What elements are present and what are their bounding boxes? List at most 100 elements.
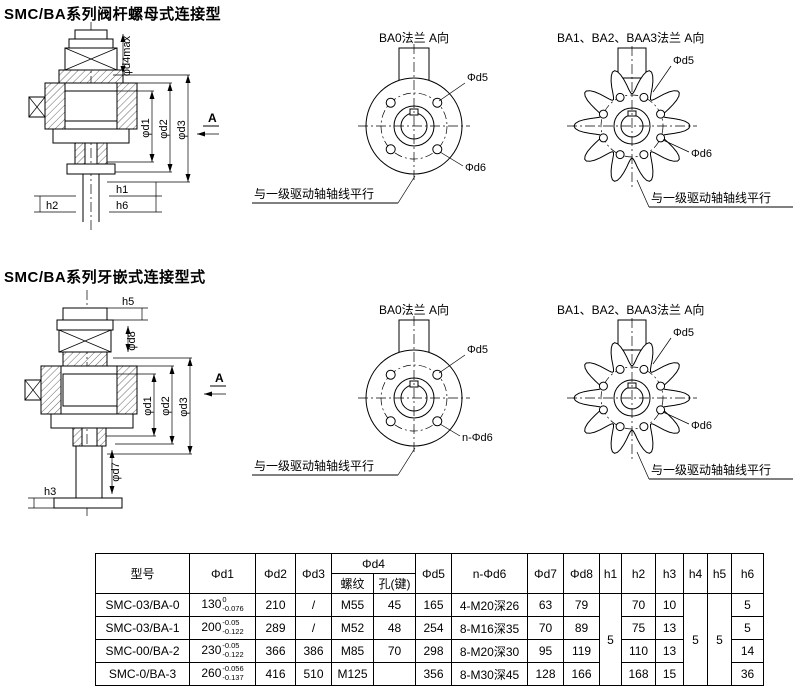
flange-dimensions: Φd5 Φd6 <box>438 72 488 174</box>
col-header-d6: n-Φd6 <box>451 553 529 594</box>
dim-d8-label: φd8 <box>126 331 138 350</box>
cell-model: SMC-03/BA-0 <box>95 593 190 617</box>
dimension-table-container: 型号 Φd1 Φd2 Φd3 Φd4 Φd5 n-Φd6 Φd7 Φd8 h1 … <box>95 553 765 686</box>
cell-d7: 95 <box>527 639 565 663</box>
dim-d4max-label: φd4max <box>121 35 133 76</box>
cell-d3: 386 <box>295 639 332 663</box>
cell-d4-thread: M55 <box>331 593 374 617</box>
cell-d4-hole <box>372 662 417 686</box>
dim-d6-label: n-Φd6 <box>462 432 493 444</box>
col-header-h6: h6 <box>731 553 765 594</box>
bolt-holes <box>385 97 443 155</box>
header-row-1: 型号 Φd1 Φd2 Φd3 Φd4 Φd5 n-Φd6 Φd7 Φd8 h1 … <box>95 553 765 594</box>
bolt-holes <box>598 92 666 160</box>
d1-lower-tol: -0.137 <box>222 673 244 682</box>
cell-d6: 4-M20深26 <box>451 593 529 617</box>
d1-upper-tol: 0 <box>222 595 227 605</box>
cell-d7: 70 <box>527 616 565 640</box>
cell-d5: 298 <box>415 639 453 663</box>
cell-d2: 416 <box>255 662 296 686</box>
actuator-body-geometry <box>24 290 138 518</box>
table-row: SMC-00/BA-2 230-0.05-0.122 366 386 M85 7… <box>95 639 765 663</box>
section1-ba123-flange-view: BA1、BA2、BAA3法兰 A向 Φd5 Φd6 与一级驱动轴轴线平行 <box>557 30 793 208</box>
bolt-holes <box>598 364 666 432</box>
cell-h2: 110 <box>621 639 657 663</box>
cell-h1-merged: 5 <box>599 593 623 686</box>
col-header-model: 型号 <box>95 553 190 594</box>
cell-d6: 8-M16深35 <box>451 616 529 640</box>
dim-h3-label: h3 <box>44 486 56 498</box>
dim-d3-label: φd3 <box>176 120 188 139</box>
cell-d4-thread: M125 <box>331 662 374 686</box>
col-header-h2: h2 <box>621 553 657 594</box>
parallel-note-text: 与一级驱动轴轴线平行 <box>651 190 771 205</box>
cell-h4-merged: 5 <box>683 593 709 686</box>
section-arrow-label: A <box>215 371 224 385</box>
dim-d3-label: φd3 <box>178 397 190 416</box>
dim-d2-label: φd2 <box>158 119 170 138</box>
parallel-note: 与一级驱动轴轴线平行 <box>252 447 416 476</box>
cell-d8: 79 <box>563 593 601 617</box>
parallel-note: 与一级驱动轴轴线平行 <box>636 179 793 208</box>
cell-d1: 200-0.05-0.122 <box>189 616 256 640</box>
cell-h6: 5 <box>731 616 765 640</box>
col-header-h5: h5 <box>707 553 733 594</box>
section2-ba123-flange-view: BA1、BA2、BAA3法兰 A向 Φd5 Φd6 与一级驱动轴轴线平行 <box>557 302 793 480</box>
col-header-d3: Φd3 <box>295 553 332 594</box>
dim-h6-label: h6 <box>116 200 128 212</box>
cell-d6: 8-M20深30 <box>451 639 529 663</box>
cell-d2: 289 <box>255 616 296 640</box>
dimension-annotations: h5 φd8 φd1 φd2 φd3 A φd7 h3 <box>28 296 226 509</box>
cell-h3: 15 <box>655 662 685 686</box>
ba0-flange-title: BA0法兰 A向 <box>379 302 449 317</box>
cell-d5: 254 <box>415 616 453 640</box>
cell-d3: 510 <box>295 662 332 686</box>
cell-model: SMC-0/BA-3 <box>95 662 190 686</box>
cell-h6: 5 <box>731 593 765 617</box>
table-row: SMC-0/BA-3 260-0.056-0.137 416 510 M125 … <box>95 662 765 686</box>
parallel-note-text: 与一级驱动轴轴线平行 <box>254 458 374 473</box>
col-header-d7: Φd7 <box>527 553 565 594</box>
d1-tolerance: -0.05-0.122 <box>222 642 243 659</box>
actuator-body-geometry <box>28 22 138 230</box>
cell-d1: 230-0.05-0.122 <box>189 639 256 663</box>
parallel-note: 与一级驱动轴轴线平行 <box>252 175 416 204</box>
d1-lower-tol: -0.122 <box>222 627 244 636</box>
d1-lower-tol: -0.076 <box>222 604 244 613</box>
cell-d3: / <box>295 616 332 640</box>
col-header-h4: h4 <box>683 553 709 594</box>
dim-d5-label: Φd5 <box>673 55 694 67</box>
col-header-d4-hole: 孔(键) <box>372 573 417 594</box>
col-header-h1: h1 <box>599 553 623 594</box>
dim-d6-label: Φd6 <box>691 148 712 160</box>
cell-d4-thread: M85 <box>331 639 374 663</box>
flange-geometry <box>358 44 470 180</box>
cell-d8: 119 <box>563 639 601 663</box>
dim-h5-label: h5 <box>122 296 134 308</box>
col-header-d4-thread: 螺纹 <box>331 573 374 594</box>
parallel-note-text: 与一级驱动轴轴线平行 <box>651 462 771 477</box>
cell-h6: 14 <box>731 639 765 663</box>
ba123-flange-title: BA1、BA2、BAA3法兰 A向 <box>557 302 704 317</box>
d1-tolerance: -0.056-0.137 <box>222 665 243 682</box>
cell-h3: 13 <box>655 616 685 640</box>
cell-d4-hole: 70 <box>372 639 417 663</box>
col-header-d2: Φd2 <box>255 553 296 594</box>
cell-h2: 168 <box>621 662 657 686</box>
flange-dimensions: Φd5 Φd6 <box>652 55 712 160</box>
ba123-flange-title: BA1、BA2、BAA3法兰 A向 <box>557 30 704 45</box>
cell-d7: 128 <box>527 662 565 686</box>
cell-d4-thread: M52 <box>331 616 374 640</box>
cell-d7: 63 <box>527 593 565 617</box>
d1-lower-tol: -0.122 <box>222 650 244 659</box>
col-header-d5: Φd5 <box>415 553 453 594</box>
d1-tolerance: -0.05-0.122 <box>222 619 243 636</box>
parallel-note-text: 与一级驱动轴轴线平行 <box>254 186 374 201</box>
cell-h3: 10 <box>655 593 685 617</box>
cell-h5-merged: 5 <box>707 593 733 686</box>
dim-h2-label: h2 <box>46 200 58 212</box>
cell-d8: 89 <box>563 616 601 640</box>
d1-value: 130 <box>201 597 222 612</box>
